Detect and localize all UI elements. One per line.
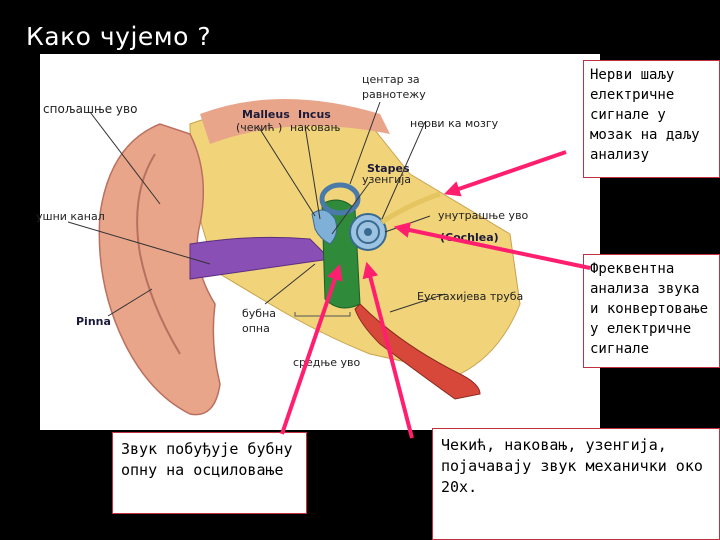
- label-malleus-sr: (чекић ): [236, 121, 283, 134]
- pinna-fold: [136, 153, 181, 355]
- label-middle-ear: средње уво: [293, 356, 361, 369]
- callout-frequency: Фреквентна анализа звука и конвертовање …: [583, 254, 720, 368]
- label-eardrum: бубна опна: [242, 307, 277, 335]
- pinna-shape: [98, 123, 221, 416]
- label-pinna: Pinna: [76, 315, 111, 328]
- label-incus-sr: наковањ: [290, 121, 341, 134]
- label-malleus: Malleus: [242, 108, 290, 121]
- label-balance-center: центар за равнотежу: [362, 73, 426, 101]
- callout-nerves: Нерви шаљу електричне сигнале у мозак на…: [583, 60, 720, 178]
- slide-title: Како чујемо ?: [26, 22, 212, 51]
- label-inner-ear: унутрашње уво: [438, 209, 529, 222]
- leader-lines: [67, 101, 446, 322]
- label-stapes: Stapes: [367, 162, 410, 175]
- label-outer-ear: спољашње уво: [43, 102, 138, 116]
- callout-ossicles: Чекић, наковањ, узенгија, појачавају зву…: [432, 428, 720, 540]
- callout-eardrum-vibration: Звук побуђује бубну опну на осциловање: [112, 432, 307, 514]
- label-cochlea: (Cochlea): [440, 231, 499, 244]
- label-eustachian-tube: Еустахијева труба: [417, 290, 524, 303]
- ossicles-shape: [311, 209, 338, 245]
- auditory-nerve: [380, 191, 441, 225]
- label-stapes-sr: узенгија: [362, 173, 412, 186]
- label-nerves-to-brain: нерви ка мозгу: [410, 117, 499, 130]
- label-ear-canal: ушни канал: [36, 210, 105, 223]
- skin-layer: [200, 99, 390, 144]
- label-incus: Incus: [298, 108, 331, 121]
